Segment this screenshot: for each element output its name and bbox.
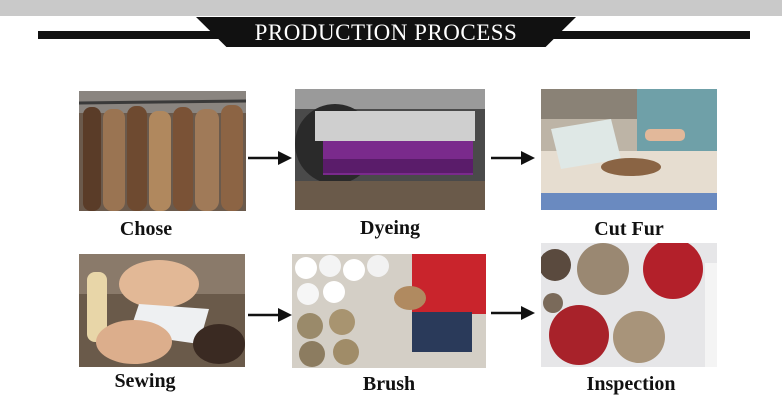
photo-cut-fur bbox=[541, 89, 717, 210]
step-label-chose: Chose bbox=[119, 218, 173, 240]
arrow-right-icon bbox=[248, 151, 292, 165]
photo-chose bbox=[79, 91, 246, 211]
step-label-sewing: Sewing bbox=[114, 370, 176, 392]
photo-brush bbox=[292, 254, 486, 368]
step-label-brush: Brush bbox=[362, 373, 416, 395]
photo-sewing bbox=[79, 254, 245, 367]
photo-inspection bbox=[541, 243, 717, 367]
page-title: PRODUCTION PROCESS bbox=[254, 20, 518, 45]
arrow-right-icon bbox=[490, 151, 536, 165]
top-strip bbox=[0, 0, 782, 16]
arrow-right-icon bbox=[248, 308, 292, 322]
step-label-cut-fur: Cut Fur bbox=[594, 218, 664, 240]
step-label-inspection: Inspection bbox=[586, 373, 676, 395]
banner-tab bbox=[196, 17, 576, 47]
photo-dyeing bbox=[295, 89, 485, 210]
arrow-right-icon bbox=[490, 306, 536, 320]
step-label-dyeing: Dyeing bbox=[360, 217, 420, 239]
